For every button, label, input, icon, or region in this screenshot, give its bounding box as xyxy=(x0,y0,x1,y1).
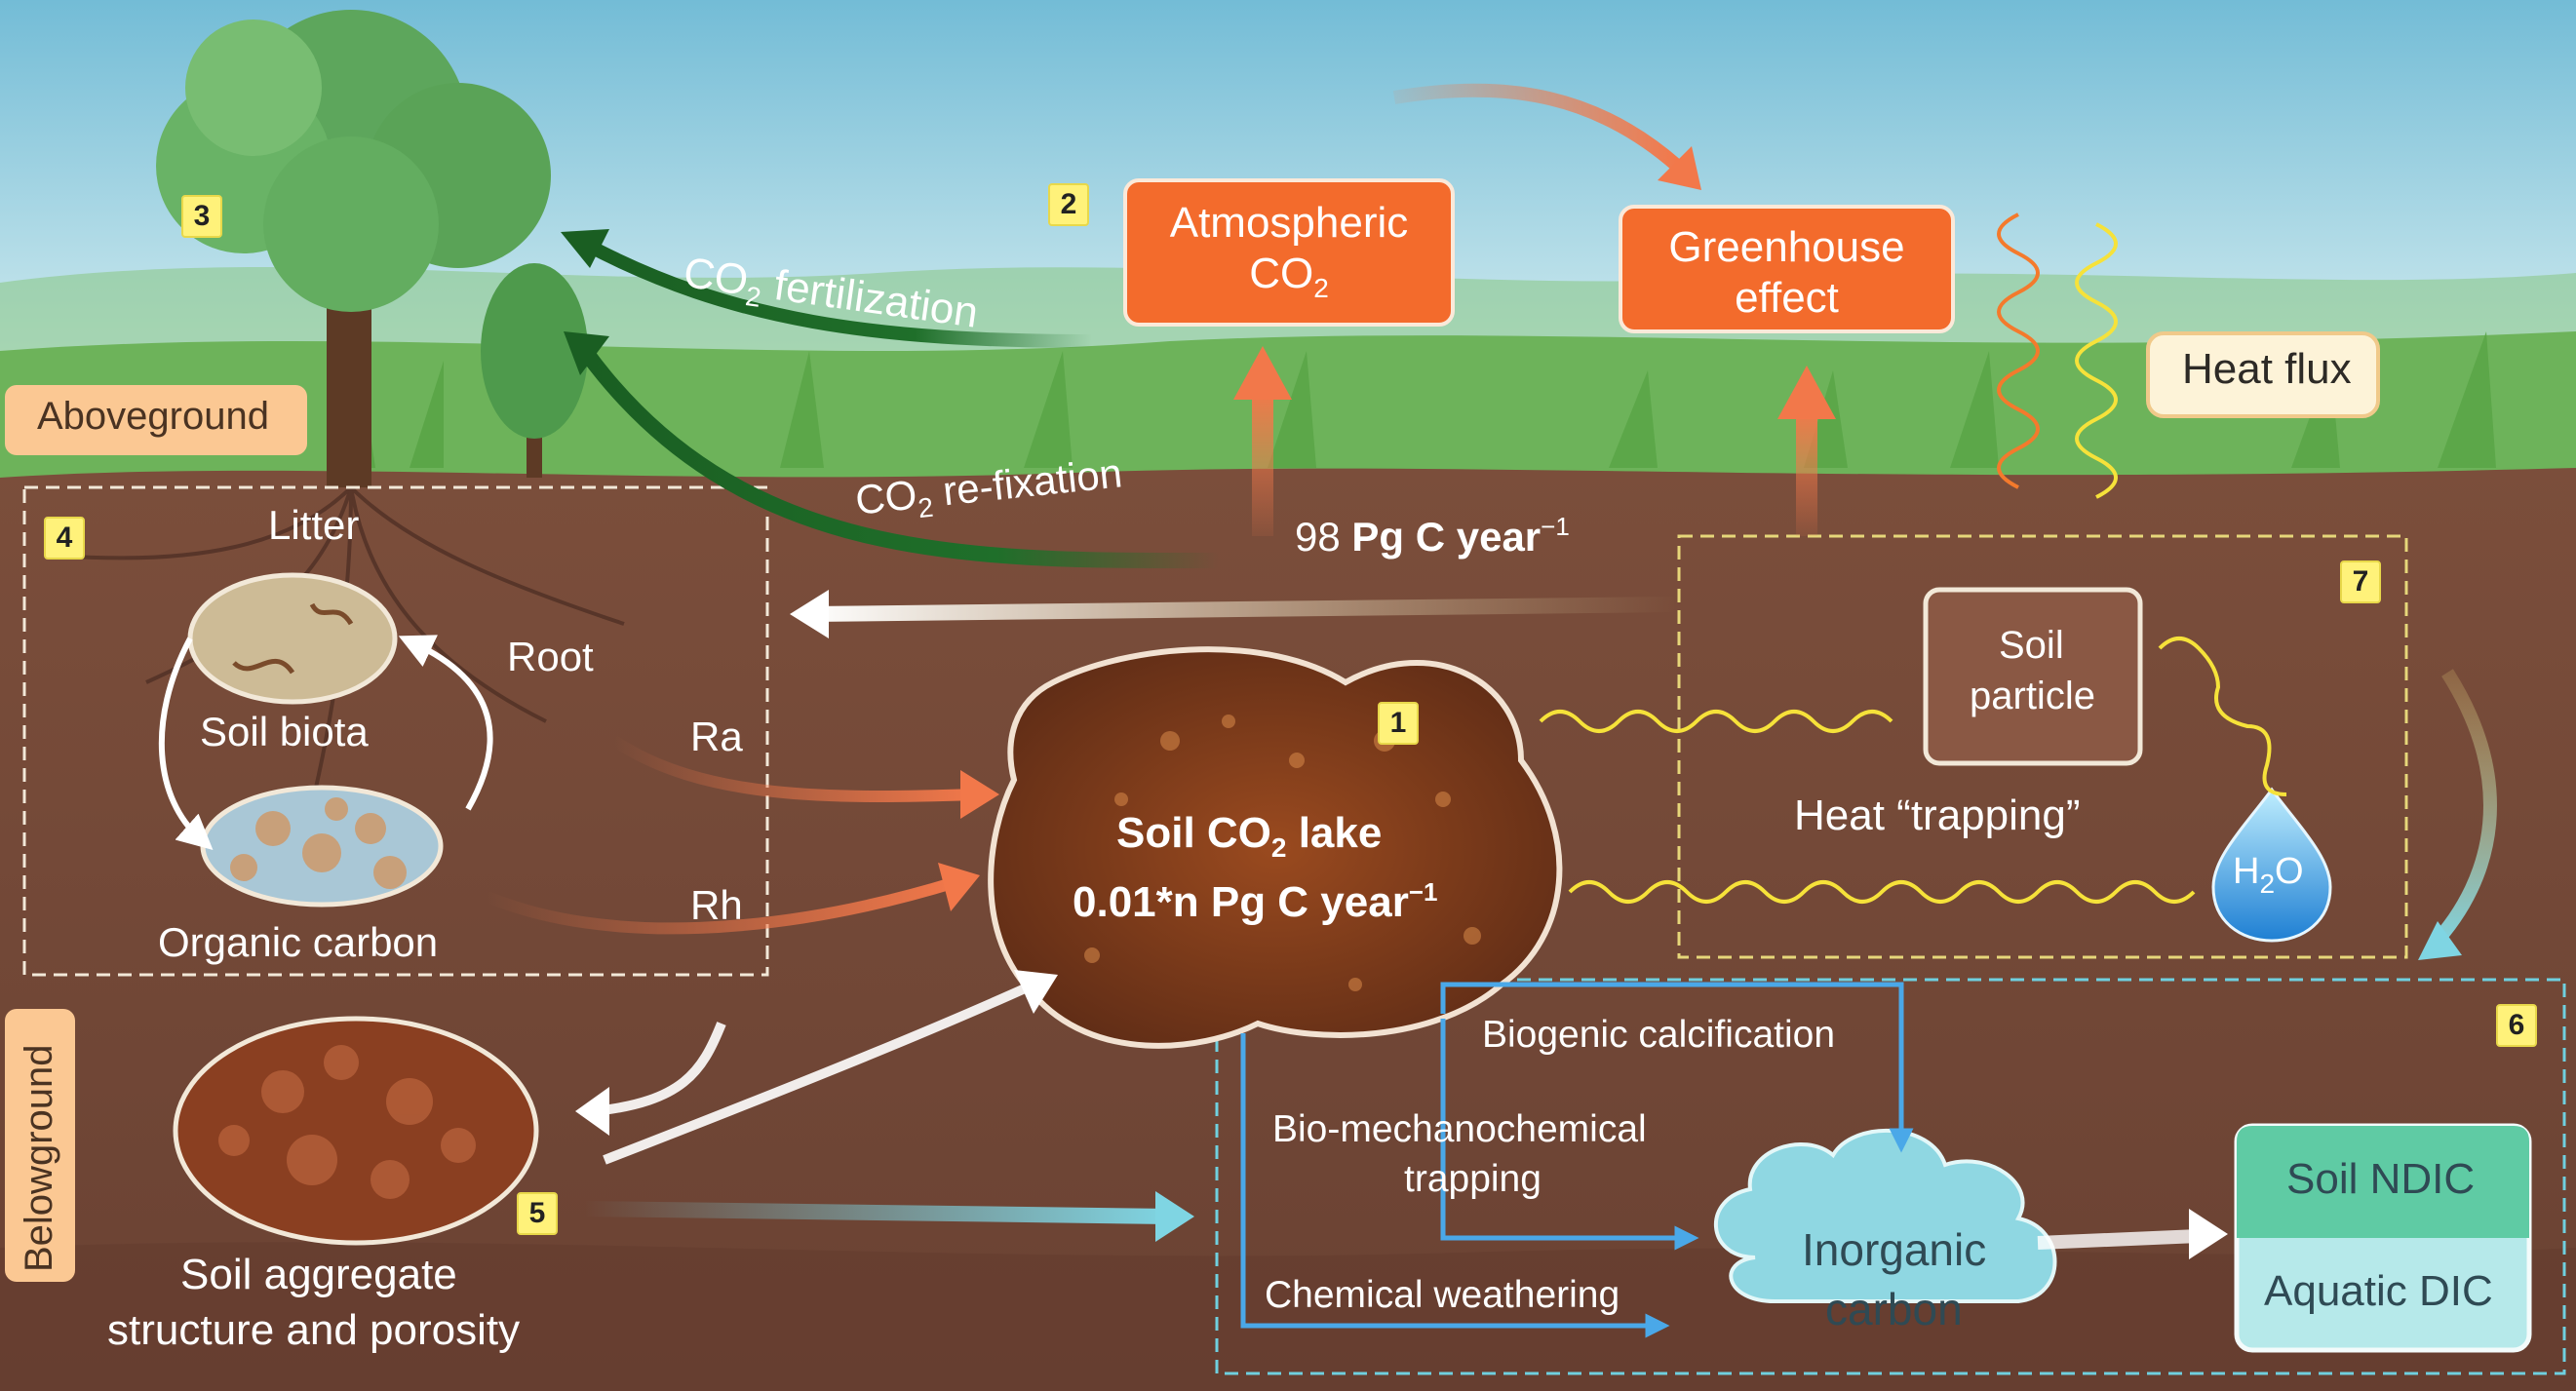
chemical-weathering-label: Chemical weathering xyxy=(1265,1274,1620,1316)
badge-4: 4 xyxy=(44,517,85,560)
emission-flux-label: 98 Pg C year−1 xyxy=(1295,512,1570,560)
greenhouse-line2: effect xyxy=(1735,274,1839,322)
biomech-line2: trapping xyxy=(1404,1158,1542,1200)
biomech-line1: Bio-mechanochemical xyxy=(1272,1108,1647,1150)
soil-particle-line1: Soil xyxy=(1999,624,2064,667)
greenhouse-effect-box: Greenhouse effect xyxy=(1619,205,1955,333)
aggregate-line1: Soil aggregate xyxy=(180,1251,457,1298)
rh-label: Rh xyxy=(690,882,743,928)
water-label: H2O xyxy=(2233,851,2304,899)
ra-label: Ra xyxy=(690,714,743,759)
inorganic-line2: carbon xyxy=(1825,1284,1963,1334)
soil-ndic-label: Soil NDIC xyxy=(2286,1155,2476,1203)
lake-flux-label: 0.01*n Pg C year−1 xyxy=(1073,877,1438,926)
heat-trapping-label: Heat “trapping” xyxy=(1794,792,2081,839)
litter-label: Litter xyxy=(268,502,360,548)
inorganic-line1: Inorganic xyxy=(1802,1224,1987,1275)
soil-particle-line2: particle xyxy=(1970,675,2095,717)
aboveground-label: Aboveground xyxy=(37,395,269,438)
badge-1: 1 xyxy=(1378,702,1419,745)
biogenic-calcification-label: Biogenic calcification xyxy=(1482,1014,1836,1056)
atmospheric-co2-line1: Atmospheric xyxy=(1169,199,1409,247)
organic-carbon-label: Organic carbon xyxy=(158,919,439,965)
aquatic-dic-label: Aquatic DIC xyxy=(2264,1267,2493,1315)
atmospheric-co2-box: Atmospheric CO2 xyxy=(1123,178,1455,327)
badge-5: 5 xyxy=(517,1192,558,1235)
root-label: Root xyxy=(507,634,594,679)
soil-co2-lake-label: Soil CO2 lake xyxy=(1116,809,1383,863)
heat-flux-label: Heat flux xyxy=(2182,345,2352,393)
badge-6: 6 xyxy=(2496,1004,2537,1047)
badge-2: 2 xyxy=(1048,183,1089,226)
belowground-label: Belowground xyxy=(18,1044,60,1273)
badge-3: 3 xyxy=(181,195,222,238)
atmospheric-co2-line2: CO2 xyxy=(1249,250,1329,303)
tree-illustration xyxy=(156,10,588,487)
badge-7: 7 xyxy=(2340,560,2381,603)
greenhouse-line1: Greenhouse xyxy=(1668,223,1905,271)
aggregate-line2: structure and porosity xyxy=(107,1306,521,1354)
soil-biota-label: Soil biota xyxy=(200,709,369,754)
